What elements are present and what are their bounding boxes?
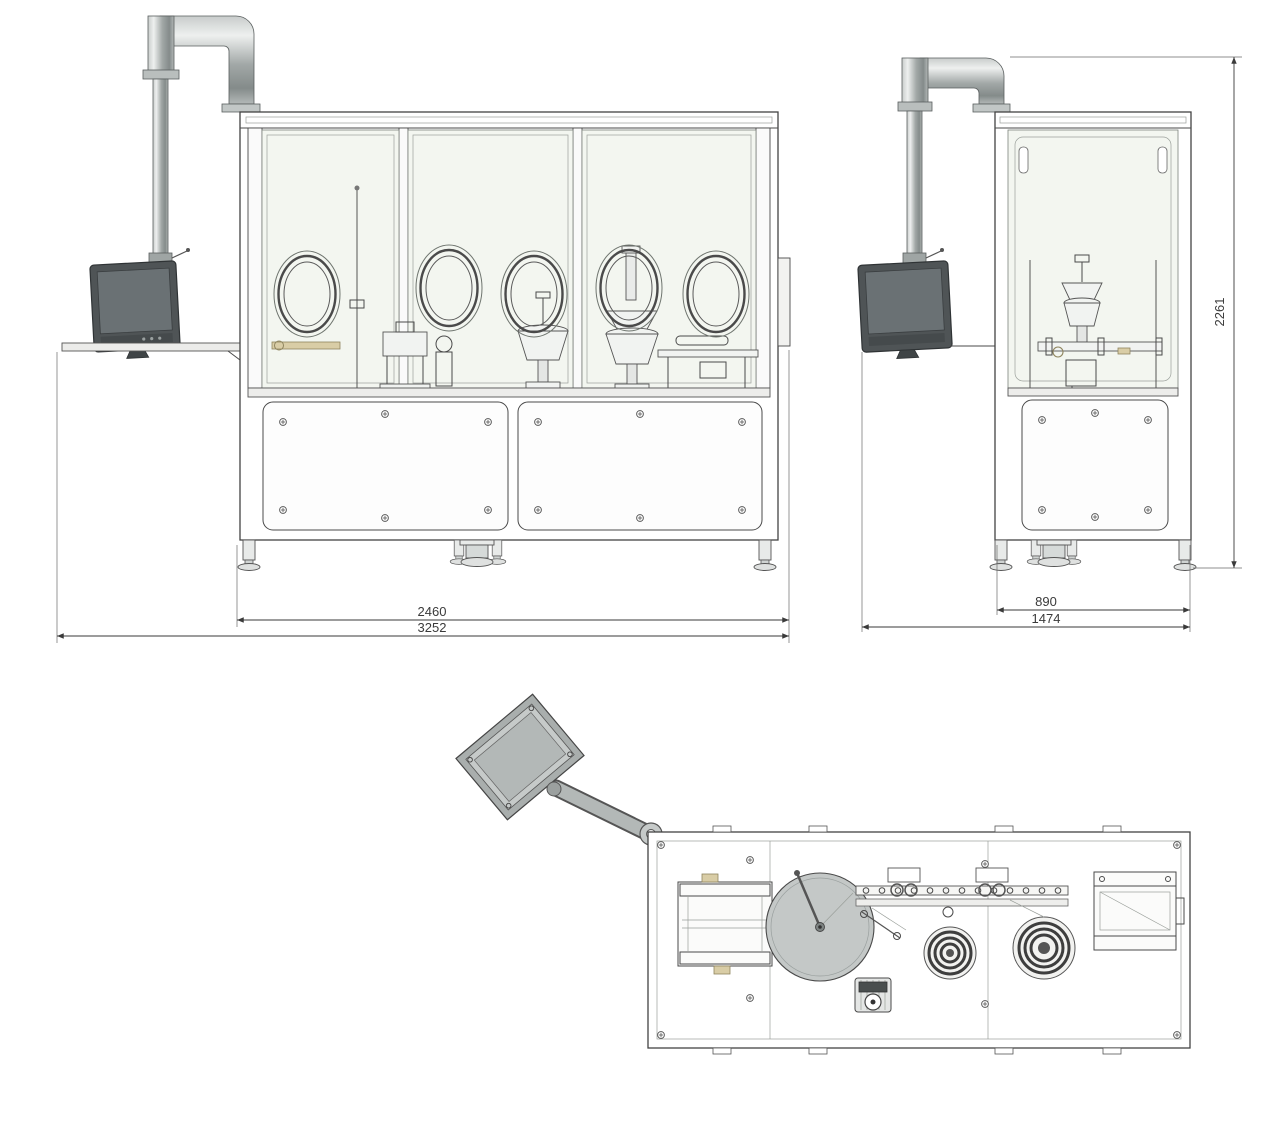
glove-slot-icon [1018,146,1029,174]
side-lower-cabinet [1021,399,1169,531]
side-monitor [857,260,953,359]
side-dimensions: 2261 890 1474 [861,56,1242,632]
front-lower-cabinet [262,401,763,531]
front-exhaust-duct-icon [142,15,261,264]
dim-label-side-overall-depth: 1474 [1032,611,1061,626]
top-coil-small [923,926,977,980]
top-turntable [765,870,875,982]
rail-carriage [975,867,1009,897]
dim-label-front-machine-width: 2460 [418,604,447,619]
top-motor [854,977,892,1013]
cabinet-door-panel [517,401,763,531]
top-monitor [455,693,585,821]
front-keyboard-shelf [61,342,241,361]
top-monitor-arm [455,693,663,846]
rail-carriage [887,867,921,897]
side-view: 2261 890 1474 [857,56,1242,632]
cabinet-door-panel [262,401,509,531]
glove-slot-icon [1157,146,1168,174]
front-dimensions: 2460 3252 [56,350,790,643]
side-exhaust-duct-icon [897,57,1011,264]
side-leveling-feet [989,539,1197,571]
side-process-equipment [1007,254,1179,397]
dim-label-side-machine-depth: 890 [1035,594,1057,609]
dim-label-front-overall-width: 3252 [418,620,447,635]
front-process-equipment [247,185,771,398]
top-view [455,693,1191,1055]
top-infeed-conveyor [677,856,773,1002]
top-transport-rail [855,867,1069,940]
cabinet-door-panel [1021,399,1169,531]
top-right-unit [1093,871,1185,951]
front-rear-duct-stub [777,257,791,347]
front-leveling-feet [237,539,777,571]
top-coil-large [1009,899,1076,980]
dim-label-side-overall-height: 2261 [1212,298,1227,327]
front-view: 2460 3252 [56,15,791,643]
